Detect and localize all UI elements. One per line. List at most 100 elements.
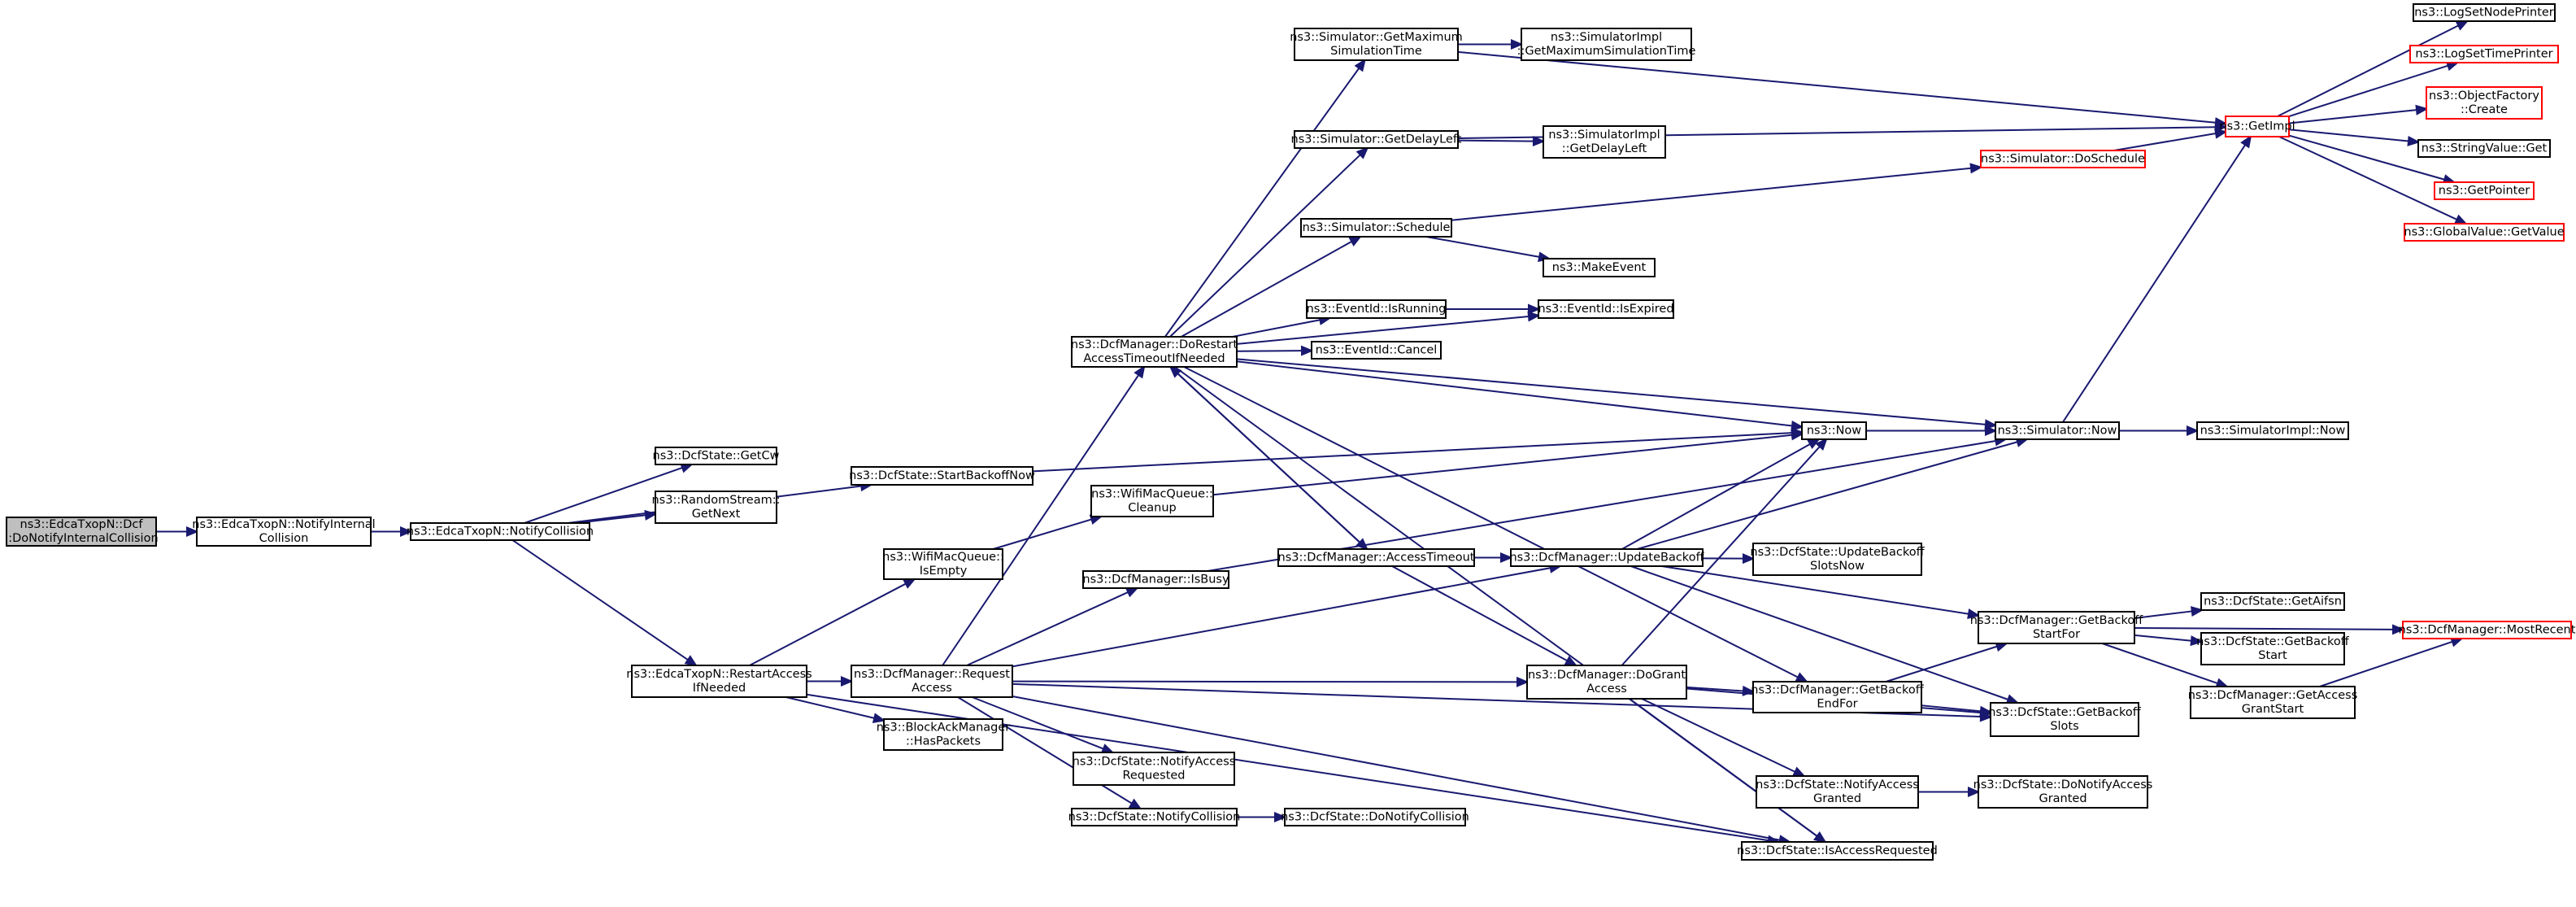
node-label-line: ns3::MakeEvent: [1552, 261, 1647, 274]
call-edge-doRestart-to-isExpired: [1236, 311, 1541, 345]
call-edge-isRunning-to-isExpired: [1445, 303, 1541, 315]
node-cancel[interactable]: ns3::EventId::Cancel: [1311, 341, 1442, 360]
edge-line: [957, 696, 1133, 805]
node-box: [883, 718, 1003, 751]
node-root[interactable]: ns3::EdcaTxopN::Dcf::DoNotifyInternalCol…: [4, 517, 159, 547]
edge-arrowhead: [1355, 146, 1369, 159]
node-implGetDelayLeft[interactable]: ns3::SimulatorImpl::GetDelayLeft: [1543, 125, 1666, 159]
node-simNow[interactable]: ns3::Simulator::Now: [1995, 421, 2120, 440]
edge-line: [2277, 24, 2459, 117]
edge-line: [1232, 319, 1321, 338]
edge-line: [511, 539, 689, 661]
edge-arrowhead: [2453, 214, 2468, 225]
node-hasPackets[interactable]: ns3::BlockAckManager::HasPackets: [877, 718, 1011, 751]
node-now[interactable]: ns3::Now: [1801, 421, 1867, 440]
edge-line: [1621, 446, 1821, 666]
node-notifyCollision[interactable]: ns3::EdcaTxopN::NotifyCollision: [407, 522, 594, 541]
node-logSetNodePrinter[interactable]: ns3::LogSetNodePrinter: [2413, 3, 2556, 22]
node-implGetMaxSimTime[interactable]: ns3::SimulatorImpl::GetMaximumSimulation…: [1517, 28, 1696, 61]
edge-line: [2288, 129, 2409, 142]
node-label-line: ns3::DcfState::GetAifsn: [2204, 595, 2342, 608]
node-isRunning[interactable]: ns3::EventId::IsRunning: [1306, 299, 1447, 319]
node-dsNotifyCollision[interactable]: ns3::DcfState::NotifyCollision: [1068, 808, 1241, 826]
node-isBusy[interactable]: ns3::DcfManager::IsBusy: [1082, 570, 1229, 589]
node-box: [1756, 775, 1919, 809]
edge-arrowhead: [1528, 303, 1541, 315]
node-label-line: ns3::GetImpl: [2219, 120, 2295, 133]
node-label-line: ns3::GlobalValue::GetValue: [2404, 226, 2564, 239]
call-edge-accessTimeout-to-doGrantAccess: [1391, 565, 1578, 667]
edge-arrowhead: [1100, 743, 1115, 754]
node-isExpired[interactable]: ns3::EventId::IsExpired: [1538, 299, 1674, 319]
call-edge-doGrantAccess-to-now: [1621, 438, 1828, 666]
node-label-line: ns3::GetPointer: [2439, 185, 2530, 198]
node-getDelayLeft[interactable]: ns3::Simulator::GetDelayLeft: [1291, 130, 1462, 149]
node-schedule[interactable]: ns3::Simulator::Schedule: [1300, 218, 1452, 238]
node-label-line: ns3::SimulatorImpl: [1548, 129, 1660, 142]
edge-line: [1425, 236, 1540, 258]
node-getAifsn[interactable]: ns3::DcfState::GetAifsn: [2200, 592, 2345, 611]
node-label-line: ns3::EventId::Cancel: [1316, 344, 1438, 357]
node-getMaxSimTime[interactable]: ns3::Simulator::GetMaximumSimulationTime: [1290, 28, 1463, 61]
node-getCw[interactable]: ns3::DcfState::GetCw: [653, 447, 780, 465]
node-label-line: ::GetMaximumSimulationTime: [1517, 45, 1696, 58]
node-box: [410, 522, 590, 541]
node-startBackoffNow[interactable]: ns3::DcfState::StartBackoffNow: [849, 466, 1035, 486]
node-box: [2404, 223, 2565, 242]
node-box: [6, 517, 157, 547]
node-getImpl[interactable]: ns3::GetImpl: [2219, 116, 2295, 137]
node-box: [1990, 702, 2139, 737]
node-label-line: ns3::DcfState::NotifyAccess: [1756, 778, 1919, 791]
node-implNow[interactable]: ns3::SimulatorImpl::Now: [2196, 421, 2349, 440]
edge-arrowhead: [1969, 163, 1983, 174]
node-label-line: ns3::Now: [1807, 425, 1861, 438]
call-edge-wmqIsEmpty-to-wmqCleanup: [993, 514, 1103, 550]
node-globalValueGetValue[interactable]: ns3::GlobalValue::GetValue: [2404, 223, 2565, 242]
node-notifyInternal[interactable]: ns3::EdcaTxopN::NotifyInternalCollision: [192, 517, 376, 547]
node-doNotifyCollision[interactable]: ns3::DcfState::DoNotifyCollision: [1281, 808, 1469, 826]
edge-line: [1236, 360, 1793, 427]
edge-line: [2319, 640, 2453, 687]
node-label-line: ns3::StringValue::Get: [2422, 142, 2548, 155]
node-box: [196, 517, 372, 547]
node-label-line: SlotsNow: [1810, 560, 1865, 573]
node-doSchedule[interactable]: ns3::Simulator::DoSchedule: [1980, 150, 2146, 168]
node-box: [1995, 421, 2120, 440]
node-stringValueGet[interactable]: ns3::StringValue::Get: [2417, 139, 2551, 158]
node-doRestart[interactable]: ns3::DcfManager::DoRestartAccessTimeoutI…: [1071, 336, 1238, 368]
node-wmqIsEmpty[interactable]: ns3::WifiMacQueue::IsEmpty: [882, 548, 1004, 580]
node-accessTimeout[interactable]: ns3::DcfManager::AccessTimeout: [1277, 548, 1475, 567]
node-objectFactoryCreate[interactable]: ns3::ObjectFactory::Create: [2426, 86, 2543, 120]
node-box: [1741, 841, 1934, 861]
edge-line: [2288, 64, 2448, 118]
edge-arrowhead: [186, 526, 199, 537]
node-box: [655, 447, 777, 465]
edge-arrowhead: [1791, 420, 1804, 431]
call-edge-root-to-notifyInternal: [156, 526, 199, 537]
node-logSetTimePrinter[interactable]: ns3::LogSetTimePrinter: [2409, 45, 2559, 63]
node-label-line: ns3::DcfManager::DoGrant: [1528, 669, 1686, 682]
node-wmqCleanup[interactable]: ns3::WifiMacQueue::Cleanup: [1090, 485, 1214, 517]
node-randomGetNext[interactable]: ns3::RandomStream::GetNext: [651, 491, 781, 524]
node-label-line: Collision: [259, 532, 309, 545]
node-mostRecent[interactable]: ns3::DcfManager::MostRecent: [2399, 621, 2576, 639]
node-label-line: ns3::EventId::IsRunning: [1307, 303, 1447, 316]
node-updateBackoff[interactable]: ns3::DcfManager::UpdateBackoff: [1509, 548, 1705, 567]
edge-line: [1629, 698, 1818, 837]
node-makeEvent[interactable]: ns3::MakeEvent: [1543, 258, 1656, 277]
node-getPointer[interactable]: ns3::GetPointer: [2434, 181, 2535, 200]
node-isAccessRequested[interactable]: ns3::DcfState::IsAccessRequested: [1737, 841, 1938, 861]
